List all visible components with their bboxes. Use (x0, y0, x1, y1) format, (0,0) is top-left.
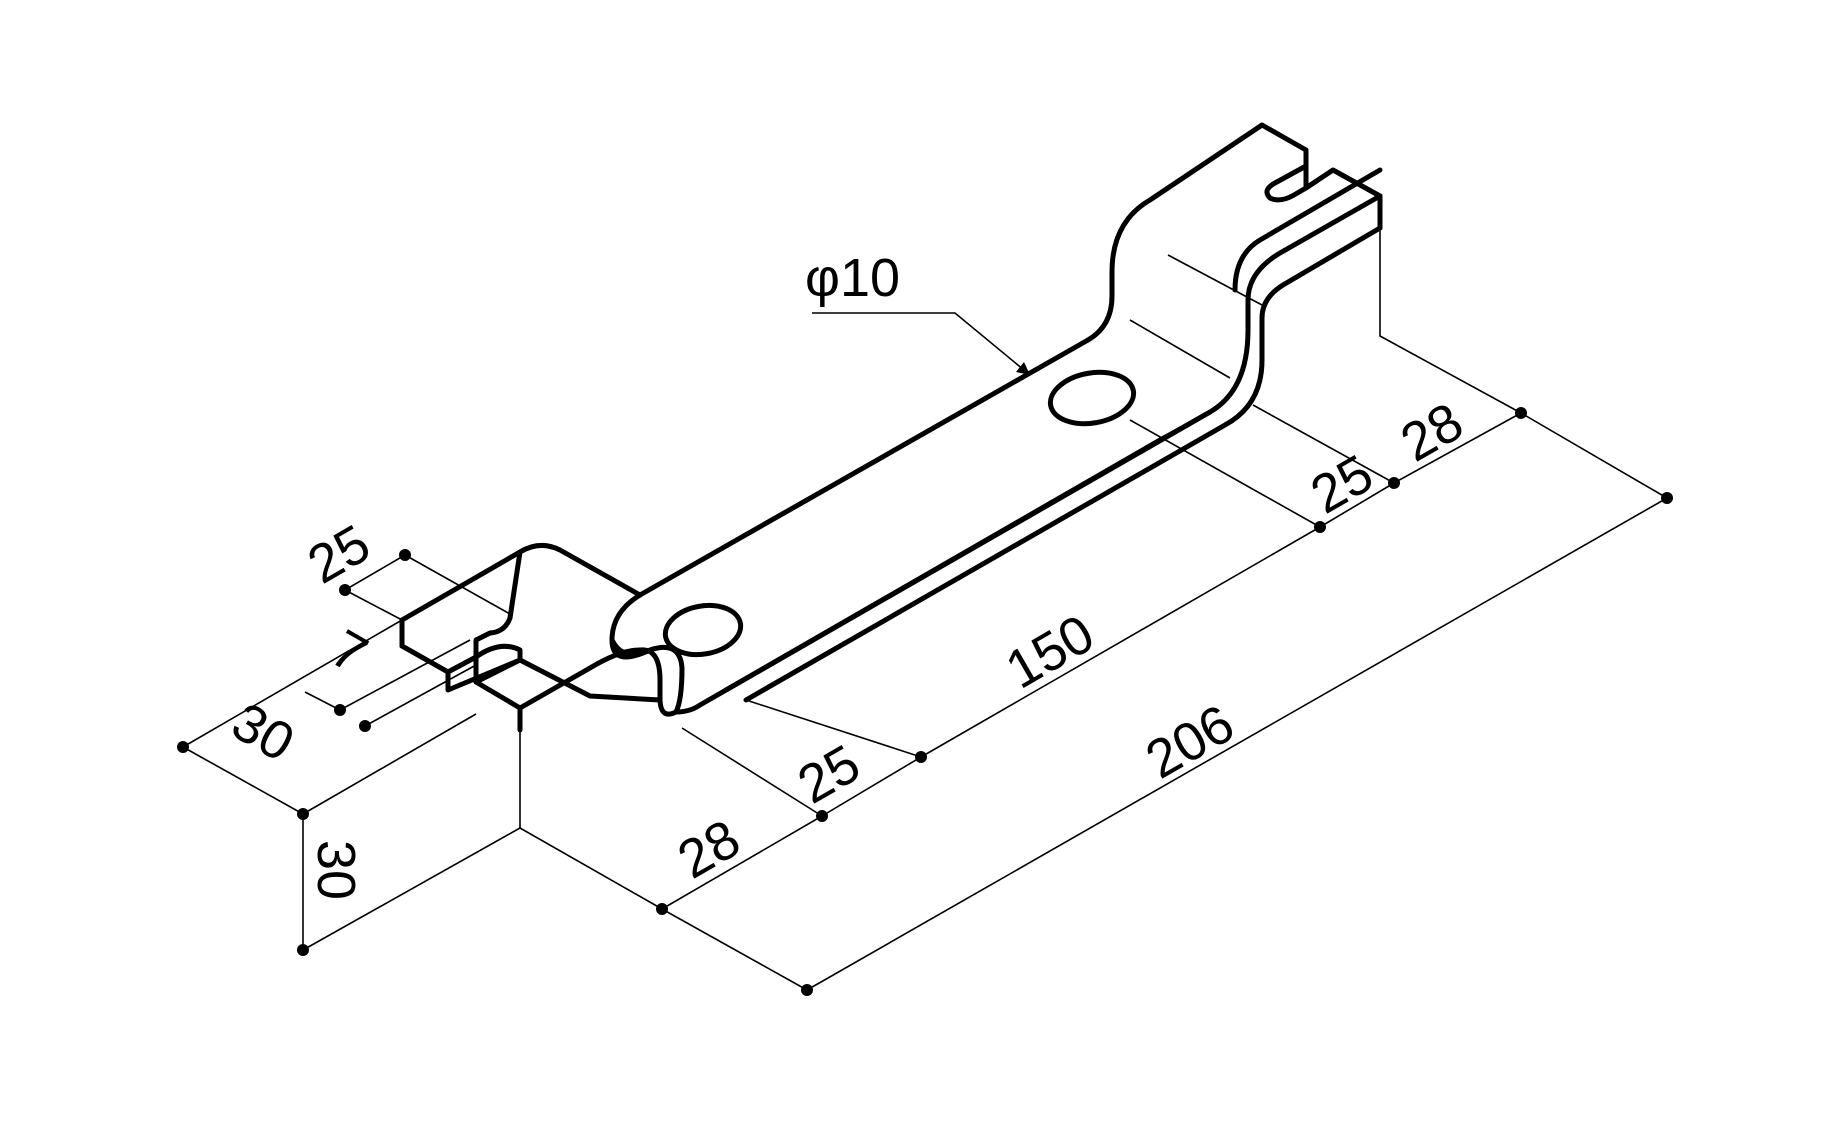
dimension-labels: φ10 28 25 150 206 25 28 30 30 7 25 (222, 248, 1473, 900)
label-overall-length: 206 (1136, 693, 1244, 790)
dim-dot (1515, 407, 1527, 419)
dim-dot (339, 584, 351, 596)
left-front-face (473, 647, 643, 733)
ext-line (1129, 419, 1321, 528)
dim-dot (801, 984, 813, 996)
label-left-tab-width: 25 (298, 513, 380, 595)
dim-line-30 (182, 746, 304, 815)
left-hole (662, 602, 744, 658)
ext-line (182, 619, 403, 748)
dim-line-25 (821, 756, 922, 817)
dim-dot (297, 808, 309, 820)
ext-line (302, 713, 477, 815)
ext-line (519, 730, 808, 991)
dim-dot (1388, 477, 1400, 489)
label-right-hole-offset: 25 (1301, 443, 1383, 525)
ext-line (1520, 412, 1668, 499)
dim-dot (656, 903, 668, 915)
ext-line (404, 554, 511, 615)
dim-dot (297, 944, 309, 956)
ext-line (1167, 254, 1263, 306)
hole-leader (812, 312, 1031, 376)
arm-bottom-edge (673, 409, 1213, 715)
label-hole-diameter: φ10 (805, 248, 900, 308)
dim-dot (915, 751, 927, 763)
dim-dot (359, 720, 371, 732)
dim-dot (177, 741, 189, 753)
label-height: 30 (306, 840, 366, 900)
dim-line-206 (806, 497, 1668, 991)
label-center-span: 150 (996, 603, 1104, 700)
right-tab-front (723, 193, 1383, 703)
label-front-step: 28 (668, 808, 750, 890)
right-hole (1047, 369, 1137, 427)
dim-line-25-tab (344, 554, 406, 591)
ext-line (1252, 404, 1395, 484)
ext-line (1379, 228, 1522, 414)
ext-line (1129, 319, 1231, 379)
left-low-tab (399, 543, 663, 703)
ext-line (339, 639, 471, 711)
right-raised-section (1085, 122, 1383, 343)
ext-line (344, 589, 403, 621)
dim-dot (399, 549, 411, 561)
ext-line (302, 827, 521, 951)
dim-dot (816, 810, 828, 822)
ext-line (681, 727, 823, 817)
dimension-lines (182, 228, 1668, 991)
ext-line (745, 699, 922, 758)
dim-dot (1314, 521, 1326, 533)
label-back-step: 28 (1391, 391, 1473, 473)
dim-line-150 (920, 526, 1321, 758)
leader-arrowhead (1016, 362, 1030, 375)
dim-dot (1661, 492, 1673, 504)
dim-dot (334, 704, 346, 716)
arm-top-edge (637, 337, 1091, 598)
left-slotted-tab (399, 549, 523, 675)
right-bend-inner (1232, 167, 1383, 293)
dim-line-28 (661, 815, 823, 910)
ext-line (364, 664, 477, 727)
bracket-part (399, 122, 1383, 733)
dim-line-7 (304, 691, 341, 711)
label-slot-width: 7 (321, 618, 377, 685)
dimension-dots (177, 407, 1673, 996)
label-left-depth: 30 (222, 691, 304, 773)
